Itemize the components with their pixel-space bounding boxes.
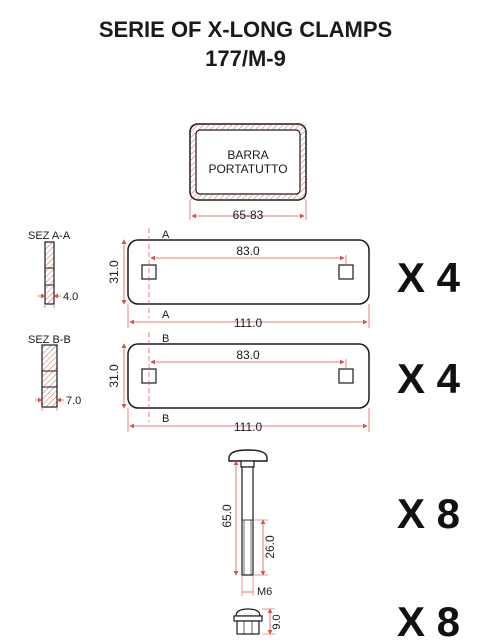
nut-height: 9.0 <box>271 614 283 629</box>
plate-a-group: SEZ A-A 4.0 A A 83.0 31.0 111.0 X 4 <box>28 228 461 330</box>
bolt-thread-size: M6 <box>257 586 272 598</box>
plate-b-height: 31.0 <box>107 364 121 388</box>
nut-quantity: X 8 <box>397 598 460 644</box>
plate-b-group: SEZ B-B 7.0 B B 83.0 31.0 111.0 X 4 <box>28 332 461 434</box>
bolt-group: 65.0 26.0 M6 X 8 <box>220 449 460 598</box>
bar-width-dimension: 65-83 <box>233 208 264 222</box>
bar-hatch-bottom <box>190 194 306 200</box>
bar-label-line1: BARRA <box>227 148 268 162</box>
plate-b-cut-mark-top: B <box>162 333 169 345</box>
bolt-neck <box>240 460 255 468</box>
bar-label-line2: PORTATUTTO <box>208 162 287 176</box>
section-label-b: SEZ B-B <box>28 334 71 346</box>
drawing-title: SERIE OF X-LONG CLAMPS <box>98 17 393 42</box>
section-label-a: SEZ A-A <box>28 230 71 242</box>
plate-a-cut-mark-top: A <box>162 229 170 241</box>
plate-b-hole-spacing: 83.0 <box>236 348 260 362</box>
bolt-thread-length: 26.0 <box>263 535 277 559</box>
plate-a-hole-spacing: 83.0 <box>236 244 260 258</box>
plate-a-height: 31.0 <box>107 260 121 284</box>
drawing-code: 177/M-9 <box>205 46 286 71</box>
bar-section: BARRA PORTATUTTO 65-83 <box>189 123 307 222</box>
bar-hatch-left <box>190 130 196 194</box>
section-b-thickness: 7.0 <box>66 395 81 407</box>
section-b-profile <box>41 344 58 408</box>
plate-a-quantity: X 4 <box>397 254 461 301</box>
plate-b-quantity: X 4 <box>397 355 461 402</box>
bar-hatch-top <box>190 124 306 130</box>
plate-b-cut-mark-bottom: B <box>162 413 169 425</box>
plate-b-hole-right <box>338 368 354 384</box>
plate-a-cut-mark-bottom: A <box>162 309 170 321</box>
plate-b-length: 111.0 <box>234 420 263 434</box>
bolt-quantity: X 8 <box>397 490 460 537</box>
bar-hatch-right <box>300 130 306 194</box>
nut-group: 9.0 X 8 <box>233 598 460 644</box>
nut-body <box>236 620 260 635</box>
plate-a-hole-right <box>338 264 354 280</box>
bolt-shank <box>241 466 254 576</box>
plate-a-length: 111.0 <box>234 316 263 330</box>
section-a-profile <box>44 241 55 305</box>
nut-flange <box>233 615 263 622</box>
nut-cap <box>235 608 261 617</box>
bolt-head <box>228 449 268 462</box>
section-a-thickness: 4.0 <box>63 291 78 303</box>
bolt-length: 65.0 <box>220 504 234 528</box>
